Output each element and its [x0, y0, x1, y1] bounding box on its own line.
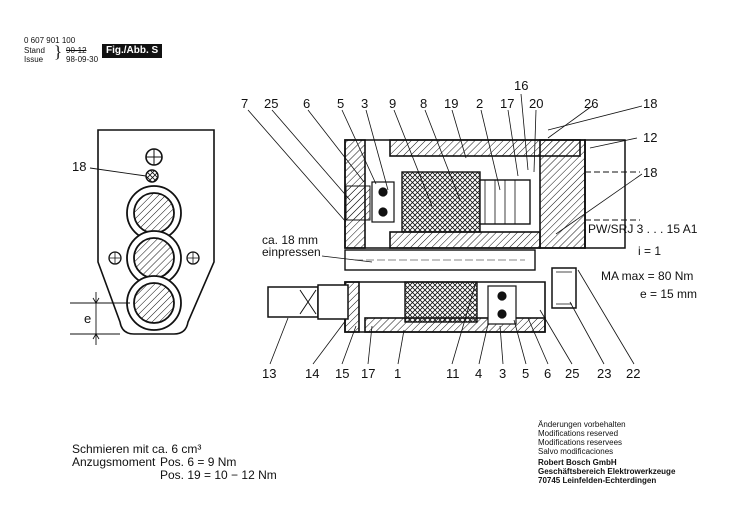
modifications-en: Modifications reserved — [538, 429, 619, 438]
callout-5-top: 5 — [337, 96, 345, 111]
spec-torque: MA max = 80 Nm — [601, 269, 694, 283]
callout-1: 1 — [394, 366, 402, 381]
side-view-dimension-e — [70, 292, 130, 345]
issue-value: 98-09-30 — [66, 55, 99, 64]
side-view-mount-holes — [108, 251, 200, 265]
press-note-line1: ca. 18 mm — [262, 233, 319, 247]
callout-25-top: 25 — [264, 96, 279, 111]
modifications-es: Salvo modificaciones — [538, 447, 614, 456]
callout-8: 8 — [420, 96, 428, 111]
through-pin — [344, 249, 536, 271]
bearings — [371, 181, 517, 325]
callout-5-bottom: 5 — [522, 366, 530, 381]
callout-12: 12 — [643, 130, 658, 145]
callout-15: 15 — [335, 366, 350, 381]
modifications-de: Änderungen vorbehalten — [538, 420, 626, 429]
callout-18-side: 18 — [72, 159, 87, 174]
spec-ratio: i = 1 — [638, 244, 662, 258]
callout-18-right: 18 — [643, 165, 658, 180]
company-address: 70745 Leinfelden-Echterdingen — [538, 476, 657, 485]
lubrication-note: Schmieren mit ca. 6 cm³ — [72, 442, 202, 456]
pin-hatching-left — [345, 185, 371, 221]
company-division: Geschäftsbereich Elektrowerkzeuge — [538, 467, 676, 476]
callout-19: 19 — [444, 96, 459, 111]
modifications-fr: Modifications reservees — [538, 438, 623, 447]
callout-26: 26 — [584, 96, 599, 111]
leader-18-side — [89, 167, 147, 177]
callout-7: 7 — [241, 96, 249, 111]
callout-11: 11 — [446, 366, 460, 381]
side-view-housing — [97, 129, 215, 335]
document-number: 0 607 901 100 — [24, 36, 76, 45]
torque-pos19: Pos. 19 = 10 − 12 Nm — [160, 468, 277, 482]
side-view-pin — [145, 169, 159, 183]
callout-13: 13 — [262, 366, 277, 381]
spec-e: e = 15 mm — [640, 287, 698, 301]
callout-18-top: 18 — [643, 96, 658, 111]
callout-22: 22 — [626, 366, 641, 381]
figure-label: Fig./Abb. S — [102, 44, 163, 58]
torque-pos6: Pos. 6 = 9 Nm — [160, 455, 237, 469]
leader-lines — [247, 93, 643, 365]
side-view-shaft-top — [145, 148, 163, 166]
callout-3-bottom: 3 — [499, 366, 507, 381]
callout-14: 14 — [305, 366, 320, 381]
callout-17-top: 17 — [500, 96, 515, 111]
issue-label: Issue — [24, 55, 44, 64]
side-view-gear-bores — [126, 185, 182, 331]
callout-3-top: 3 — [361, 96, 369, 111]
callout-4: 4 — [475, 366, 483, 381]
dimension-e-label: e — [84, 311, 92, 326]
press-note-line2: einpressen — [262, 245, 321, 259]
callout-23: 23 — [597, 366, 612, 381]
callout-2: 2 — [476, 96, 484, 111]
callout-25-bottom: 25 — [565, 366, 580, 381]
stand-label: Stand — [24, 46, 45, 55]
callout-17-bottom: 17 — [361, 366, 376, 381]
callout-20: 20 — [529, 96, 544, 111]
lower-gear — [404, 281, 478, 323]
spec-model: PW/SRJ 3 . . . 15 A1 — [588, 222, 698, 236]
callout-9: 9 — [389, 96, 397, 111]
upper-gear — [401, 171, 531, 233]
callout-6-bottom: 6 — [544, 366, 552, 381]
callout-16: 16 — [514, 78, 529, 93]
output-flange — [551, 139, 640, 309]
torque-label: Anzugsmoment — [72, 455, 156, 469]
brace-icon: } — [54, 42, 63, 61]
input-spindle — [267, 284, 349, 320]
stand-value: 90-12 — [66, 46, 87, 55]
callout-6-top: 6 — [303, 96, 311, 111]
company-name: Robert Bosch GmbH — [538, 458, 617, 467]
